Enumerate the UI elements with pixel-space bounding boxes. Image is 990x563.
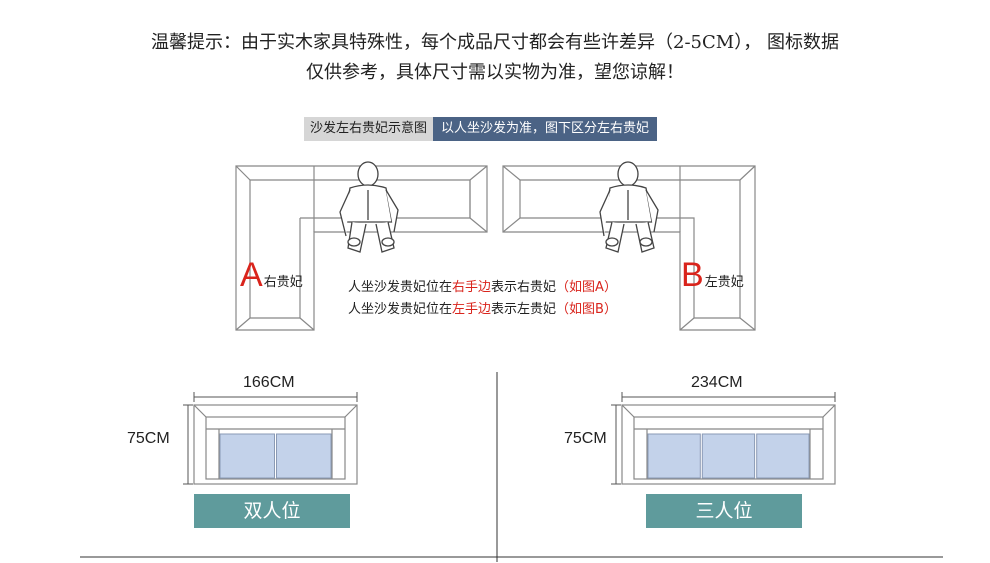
seat-cushions (219, 433, 810, 479)
letter-a: A (240, 256, 263, 294)
letter-b: B (681, 256, 704, 294)
seated-person-icon-b (599, 161, 659, 253)
legend-ref: （如图A） (556, 280, 617, 295)
width-3-seat: 234CM (691, 374, 743, 391)
three-seat-label: 三人位 (646, 494, 802, 528)
seat-cushion (701, 433, 756, 479)
seat-cushion (276, 433, 332, 479)
legend-text: 表示右贵妃 (491, 280, 557, 295)
legend-line-right: 人坐沙发贵妃位在右手边表示右贵妃（如图A） (348, 276, 617, 295)
seat-cushion (647, 433, 701, 479)
depth-2-seat: 75CM (127, 430, 170, 447)
banner-subtitle: 以人坐沙发为准，图下区分左右贵妃 (433, 117, 658, 141)
width-2-seat: 166CM (243, 374, 295, 391)
legend-text: 人坐沙发贵妃位在 (348, 302, 453, 317)
sofa-2-seat-drawing (183, 392, 358, 485)
diagram-banner: 沙发左右贵妃示意图 以人坐沙发为准，图下区分左右贵妃 (304, 117, 658, 141)
legend-highlight: 左手边 (452, 302, 492, 317)
notice-line-1: 温馨提示：由于实木家具特殊性，每个成品尺寸都会有些许差异（2-5CM）， 图标数… (151, 32, 839, 53)
seated-person-icon-a (339, 161, 399, 253)
chaise-sofa-b-outline (502, 165, 756, 331)
legend-ref: （如图B） (556, 302, 617, 317)
two-seat-label: 双人位 (194, 494, 350, 528)
notice-line-2: 仅供参考，具体尺寸需以实物为准，望您谅解！ (306, 62, 684, 83)
seat-cushion (219, 433, 275, 479)
left-chaise-label: 左贵妃 (704, 275, 744, 290)
chaise-b-tag: B 左贵妃 (681, 258, 744, 292)
right-chaise-label: 右贵妃 (263, 275, 303, 290)
legend-text: 人坐沙发贵妃位在 (348, 280, 453, 295)
legend-text: 表示左贵妃 (491, 302, 557, 317)
banner-title: 沙发左右贵妃示意图 (304, 117, 434, 141)
chaise-a-tag: A 右贵妃 (240, 258, 303, 292)
legend-highlight: 右手边 (452, 280, 492, 295)
depth-3-seat: 75CM (564, 430, 607, 447)
sofa-3-seat-drawing (611, 392, 836, 485)
seat-cushion (756, 433, 810, 479)
legend-line-left: 人坐沙发贵妃位在左手边表示左贵妃（如图B） (348, 298, 617, 317)
